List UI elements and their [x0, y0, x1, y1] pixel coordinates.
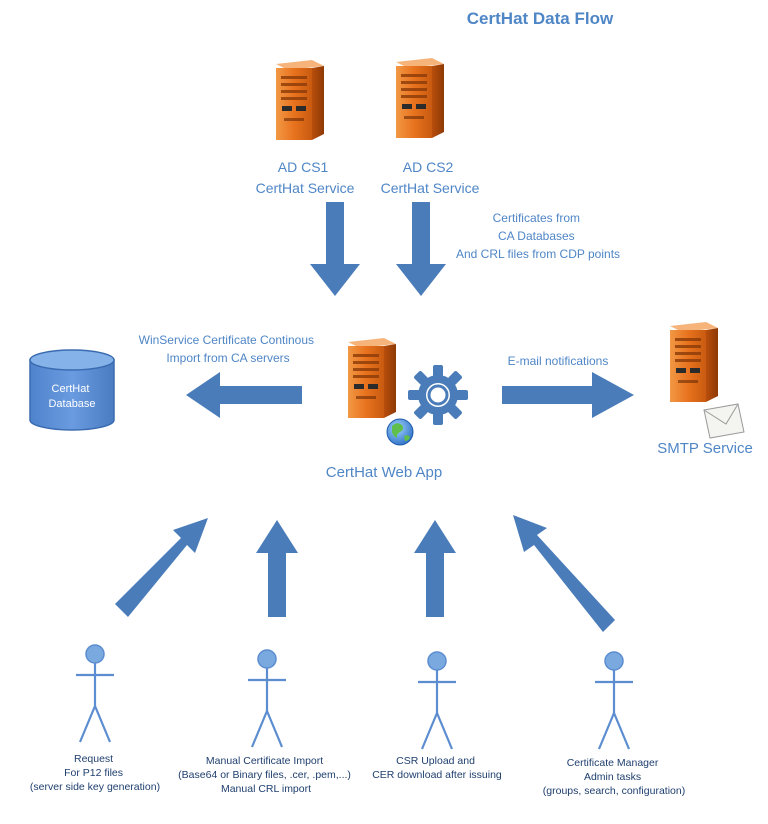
email-flow-label: E-mail notifications — [508, 354, 609, 368]
envelope-icon — [703, 403, 745, 439]
actor-3-up-arrow — [414, 520, 456, 617]
diagram-title: CertHat Data Flow — [467, 9, 614, 28]
actor-4-up-arrow — [513, 515, 615, 632]
actor-3-figure — [418, 651, 456, 750]
smtp-label: SMTP Service — [657, 440, 753, 457]
actor-1-label: Request For P12 files (server side key g… — [30, 753, 160, 793]
actor-2-up-arrow — [256, 520, 298, 617]
winservice-left-arrow — [186, 372, 302, 418]
actor-3-label: CSR Upload and CER download after issuin… — [372, 755, 502, 781]
database-icon — [29, 349, 115, 431]
web-app-label: CertHat Web App — [326, 464, 442, 481]
database-label: CertHat Database — [48, 383, 95, 410]
certificates-flow-label: Certificates from CA Databases And CRL f… — [456, 211, 620, 261]
actor-4-figure — [595, 651, 633, 750]
actor-1-up-arrow — [115, 518, 208, 617]
globe-icon — [386, 418, 414, 446]
email-right-arrow — [502, 372, 634, 418]
ad-cs1-server-icon — [276, 60, 324, 140]
ad-cs2-down-arrow — [396, 202, 446, 296]
web-app-server-icon — [348, 338, 396, 418]
actor-4-label: Certificate Manager Admin tasks (groups,… — [543, 757, 685, 797]
ad-cs1-label: AD CS1 CertHat Service — [256, 159, 355, 196]
actor-2-label: Manual Certificate Import (Base64 or Bin… — [178, 755, 354, 795]
winservice-flow-label: WinService Certificate Continous Import … — [139, 333, 318, 365]
ad-cs2-server-icon — [396, 58, 444, 138]
ad-cs1-down-arrow — [310, 202, 360, 296]
actor-2-figure — [248, 649, 286, 748]
ad-cs2-label: AD CS2 CertHat Service — [381, 159, 480, 196]
smtp-server-icon — [670, 322, 718, 402]
gear-icon — [408, 365, 468, 425]
actor-1-figure — [76, 644, 114, 743]
